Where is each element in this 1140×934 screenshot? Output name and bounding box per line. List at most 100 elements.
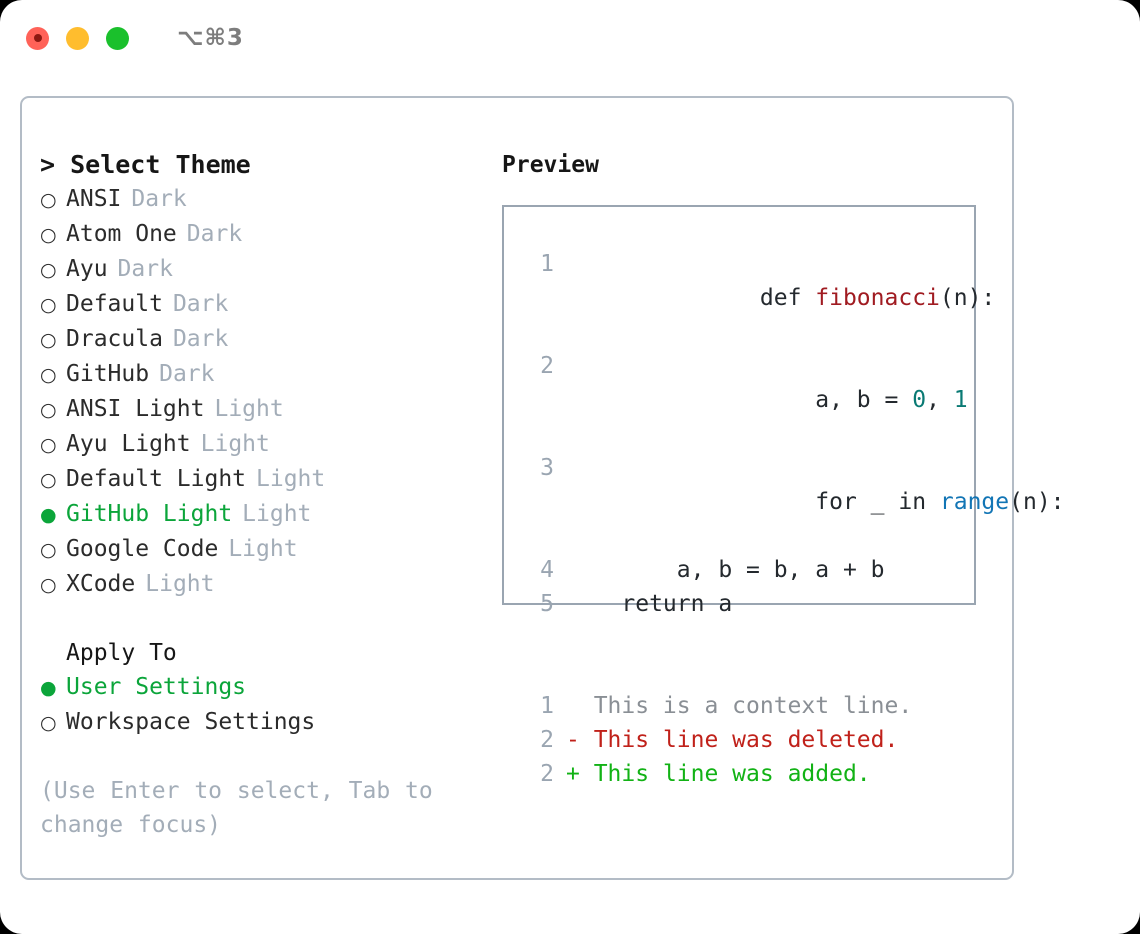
theme-variant: Dark: [117, 256, 173, 282]
radio-icon: ○: [40, 294, 57, 316]
code-content: a, b = 0, 1: [566, 349, 967, 451]
theme-variant: Dark: [172, 291, 229, 317]
theme-variant: Light: [200, 431, 270, 457]
theme-name: GitHub Light: [66, 501, 233, 527]
theme-variant: Dark: [131, 186, 187, 212]
theme-variant: Light: [256, 466, 326, 492]
line-number: 1: [540, 693, 554, 719]
theme-option-default-light[interactable]: ○ Default Light Light: [40, 462, 490, 497]
apply-to-label: Workspace Settings: [66, 709, 316, 735]
theme-name: Atom One: [66, 221, 177, 247]
theme-variant: Light: [145, 571, 215, 597]
apply-to-option-list[interactable]: ● User Settings ○ Workspace Settings: [40, 670, 490, 740]
code-line: 3 for _ in range(n):: [526, 451, 1064, 553]
theme-option-ayu-light[interactable]: ○ Ayu Light Light: [40, 427, 490, 462]
theme-variant: Light: [214, 396, 284, 422]
code-token: (n):: [939, 285, 996, 311]
preview-column: Preview 1 def fibonacci(n): 2 a, b = 0, …: [502, 148, 1065, 787]
code-content: a, b = b, a + b: [566, 557, 885, 583]
line-number: 2: [540, 761, 554, 787]
code-line: 2 a, b = 0, 1: [526, 349, 974, 451]
line-number: 5: [540, 591, 554, 617]
theme-option-default-dark[interactable]: ○ Default Dark: [40, 287, 490, 322]
preview-heading: Preview: [502, 152, 599, 178]
main-panel: > Select Theme ○ ANSI Dark ○ Atom One Da…: [20, 96, 1065, 880]
title-bar: ⌥⌘3: [0, 0, 1140, 76]
theme-name: XCode: [66, 571, 136, 597]
theme-name: Ayu Light: [66, 431, 191, 457]
theme-variant: Dark: [172, 326, 229, 352]
keyboard-hint-text: (Use Enter to select, Tab to change focu…: [40, 778, 433, 838]
radio-icon: ○: [40, 189, 57, 211]
theme-name: Default Light: [66, 466, 247, 492]
minimize-window-button[interactable]: [66, 26, 89, 50]
select-theme-heading: > Select Theme: [40, 150, 251, 179]
theme-variant: Light: [228, 536, 298, 562]
code-line: 1 def fibonacci(n):: [526, 247, 995, 349]
code-token: range: [939, 489, 1010, 515]
theme-variant: Dark: [186, 221, 243, 247]
line-number: 1: [540, 251, 554, 277]
line-number: 3: [540, 455, 554, 481]
radio-icon: ○: [40, 399, 57, 421]
theme-option-github-light[interactable]: ● GitHub Light Light: [40, 497, 490, 532]
theme-name: Dracula: [66, 326, 163, 352]
theme-option-ayu-dark[interactable]: ○ Ayu Dark: [40, 252, 490, 287]
apply-to-label: User Settings: [66, 674, 247, 700]
diff-content: This line was deleted.: [579, 727, 899, 753]
apply-to-option-workspace-settings[interactable]: ○ Workspace Settings: [40, 705, 490, 740]
line-number: 2: [540, 727, 554, 753]
radio-icon: ○: [40, 364, 57, 386]
theme-variant: Dark: [159, 361, 215, 387]
close-window-button[interactable]: [26, 26, 49, 50]
zoom-window-button[interactable]: [106, 26, 129, 50]
keyboard-shortcut-label: ⌥⌘3: [177, 25, 244, 51]
theme-option-ansi-light[interactable]: ○ ANSI Light Light: [40, 392, 490, 427]
radio-icon: ○: [40, 539, 57, 561]
code-content: return a: [566, 591, 733, 617]
radio-icon: ○: [40, 574, 57, 596]
code-token: for _ in: [759, 489, 940, 515]
theme-name: ANSI: [66, 186, 122, 212]
diff-line-added: 2 + This line was added.: [526, 757, 974, 791]
code-content: def fibonacci(n):: [566, 247, 995, 349]
theme-option-atom-one-dark[interactable]: ○ Atom One Dark: [40, 217, 490, 252]
theme-name: GitHub: [66, 361, 150, 387]
code-blank-line: [526, 621, 974, 655]
radio-icon: ○: [40, 224, 57, 246]
theme-variant: Light: [242, 501, 312, 527]
diff-line-deleted: 2 - This line was deleted.: [526, 723, 974, 757]
theme-name: ANSI Light: [66, 396, 205, 422]
radio-icon: ○: [40, 712, 57, 734]
code-blank-line: [526, 655, 974, 689]
theme-option-github-dark[interactable]: ○ GitHub Dark: [40, 357, 490, 392]
diff-marker: -: [566, 727, 580, 753]
code-token: ,: [926, 387, 954, 413]
radio-icon: ○: [40, 434, 57, 456]
code-preview-box: 1 def fibonacci(n): 2 a, b = 0, 1 3: [502, 205, 1065, 787]
theme-option-google-code[interactable]: ○ Google Code Light: [40, 532, 490, 567]
radio-icon-selected: ●: [40, 504, 57, 526]
diff-line-context: 1 This is a context line.: [526, 689, 974, 723]
code-token: 0: [912, 387, 927, 413]
apply-to-heading: Apply To: [66, 640, 177, 666]
diff-content: This line was added.: [579, 761, 871, 787]
line-number: 2: [540, 353, 554, 379]
code-line: 4 a, b = b, a + b: [526, 553, 974, 587]
radio-icon: ○: [40, 329, 57, 351]
line-number: 4: [540, 557, 554, 583]
theme-option-list[interactable]: ○ ANSI Dark ○ Atom One Dark ○ Ayu Dark: [40, 182, 490, 602]
theme-option-ansi-dark[interactable]: ○ ANSI Dark: [40, 182, 490, 217]
code-token: fibonacci: [815, 285, 940, 311]
diff-marker: +: [566, 761, 580, 787]
theme-option-xcode[interactable]: ○ XCode Light: [40, 567, 490, 602]
code-token: a, b =: [759, 387, 913, 413]
code-token: (n):: [1009, 489, 1065, 515]
code-line: 5 return a: [526, 587, 974, 621]
code-content: for _ in range(n):: [566, 451, 1065, 553]
apply-to-option-user-settings[interactable]: ● User Settings: [40, 670, 490, 705]
code-token: def: [759, 285, 816, 311]
theme-option-dracula-dark[interactable]: ○ Dracula Dark: [40, 322, 490, 357]
theme-selection-column: > Select Theme ○ ANSI Dark ○ Atom One Da…: [40, 148, 490, 842]
